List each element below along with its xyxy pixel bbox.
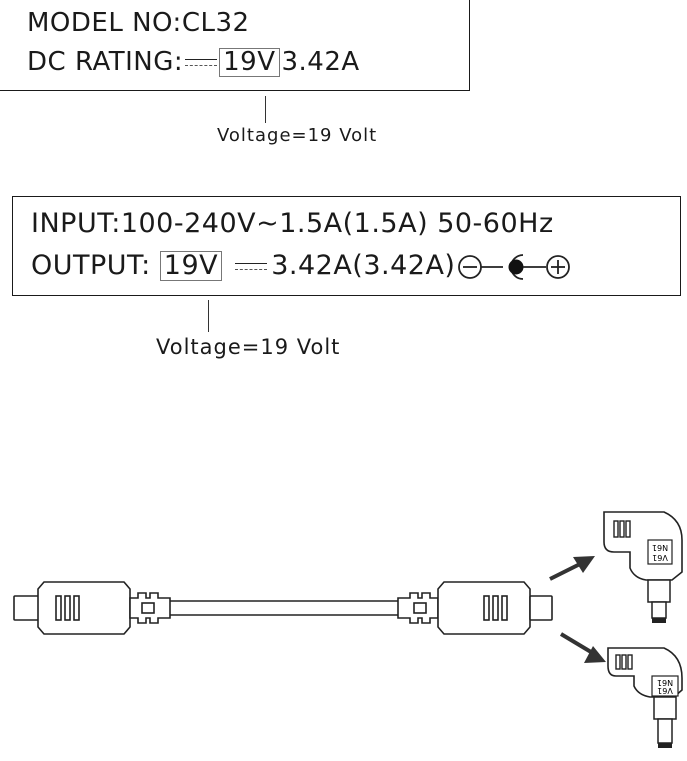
output-current: 3.42A(3.42A) [271, 250, 456, 281]
input-output-label: INPUT:100-240V~1.5A(1.5A) 50-60Hz OUTPUT… [12, 196, 681, 296]
svg-text:V61: V61 [657, 686, 673, 695]
model-number-line: MODEL NO:CL32 [27, 8, 250, 38]
arrow-down-right-icon [559, 632, 606, 663]
dc-symbol-icon [185, 56, 218, 70]
cable-assembly [13, 581, 553, 635]
input-line: INPUT:100-240V~1.5A(1.5A) 50-60Hz [31, 208, 554, 239]
voltage-box-2: 19V [159, 251, 223, 282]
callout-text-2: Voltage=19 Volt [156, 335, 341, 359]
right-angle-tip-top: N61 V61 [603, 511, 683, 623]
dc-rating-prefix: DC RATING: [27, 47, 184, 77]
svg-text:N61: N61 [652, 543, 668, 552]
arrow-up-right-icon [549, 556, 595, 581]
cable-diagram: N61 V61 N61 V61 [13, 511, 683, 748]
input-spec-text: INPUT:100-240V~1.5A(1.5A) 50-60Hz [31, 208, 554, 239]
current-rating: 3.42A [281, 47, 360, 77]
voltage-box: 19V [219, 48, 280, 78]
callout-text-1: Voltage=19 Volt [217, 125, 378, 146]
output-line: OUTPUT: 19V 3.42A(3.42A) [31, 250, 577, 282]
polarity-symbol-icon [458, 253, 571, 280]
svg-text:V61: V61 [652, 553, 668, 562]
output-prefix: OUTPUT: [31, 250, 151, 281]
dc-symbol-icon-2 [235, 260, 268, 274]
model-number-text: MODEL NO:CL32 [27, 8, 250, 38]
callout-line-2 [208, 300, 209, 332]
svg-text:N61: N61 [657, 678, 673, 687]
right-angle-tip-bottom: N61 V61 [607, 647, 683, 748]
callout-line-1 [265, 96, 266, 123]
